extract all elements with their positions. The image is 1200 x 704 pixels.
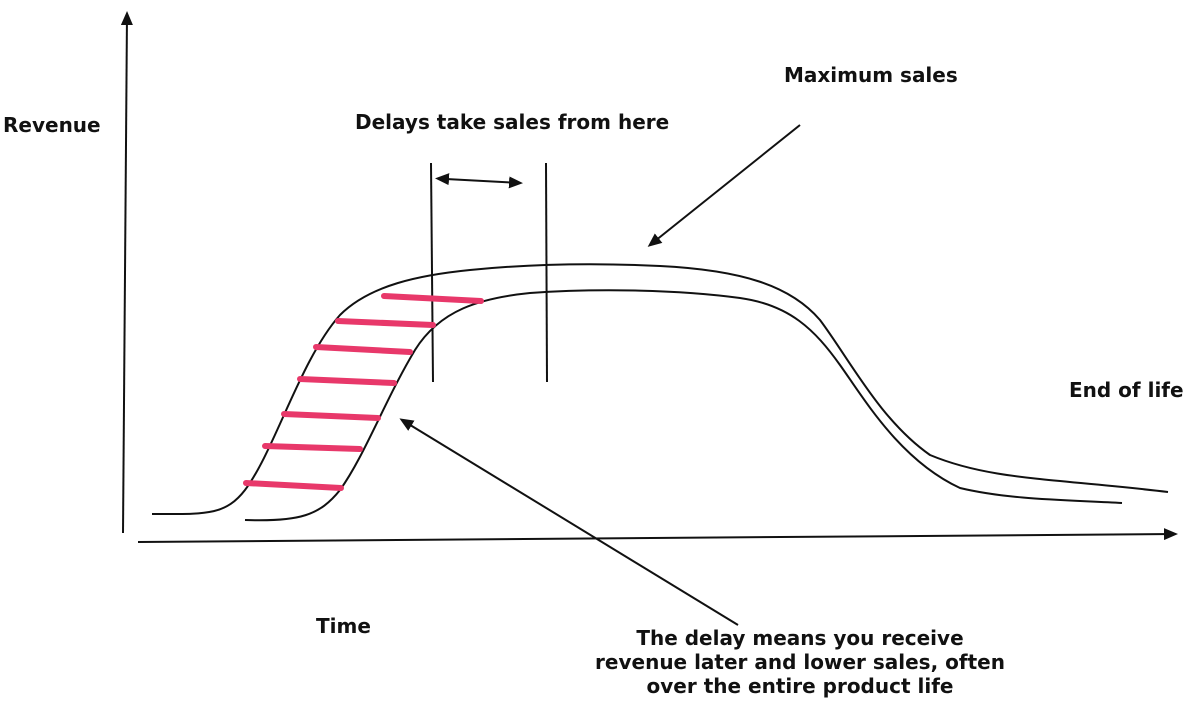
lost-sales-mark bbox=[313, 344, 413, 355]
lost-sales-mark bbox=[262, 443, 363, 452]
maximum-sales-label: Maximum sales bbox=[784, 63, 958, 87]
lost-sales-mark bbox=[243, 480, 344, 491]
delay-window-end-line bbox=[545, 162, 548, 383]
y-axis bbox=[120, 11, 133, 534]
delay-note-arrow bbox=[399, 418, 739, 626]
end-of-life-label: End of life bbox=[1069, 378, 1184, 402]
x-axis-label: Time bbox=[316, 614, 371, 638]
delay-note-label: The delay means you receive revenue late… bbox=[595, 626, 1005, 698]
y-axis-label: Revenue bbox=[3, 113, 101, 137]
lost-sales-mark bbox=[297, 376, 397, 386]
lost-sales-mark bbox=[381, 293, 484, 304]
lost-sales-mark bbox=[335, 318, 436, 328]
delay-double-arrow bbox=[435, 173, 523, 189]
maximum-sales-arrow bbox=[647, 124, 801, 247]
x-axis bbox=[137, 528, 1178, 543]
lost-sales-hatching bbox=[243, 293, 484, 491]
lost-sales-mark bbox=[281, 411, 381, 421]
delayed-revenue-curve bbox=[244, 289, 1123, 522]
on-time-revenue-curve bbox=[151, 263, 1169, 516]
delay-window-start-line bbox=[430, 162, 434, 383]
delays-take-sales-label: Delays take sales from here bbox=[355, 110, 670, 134]
